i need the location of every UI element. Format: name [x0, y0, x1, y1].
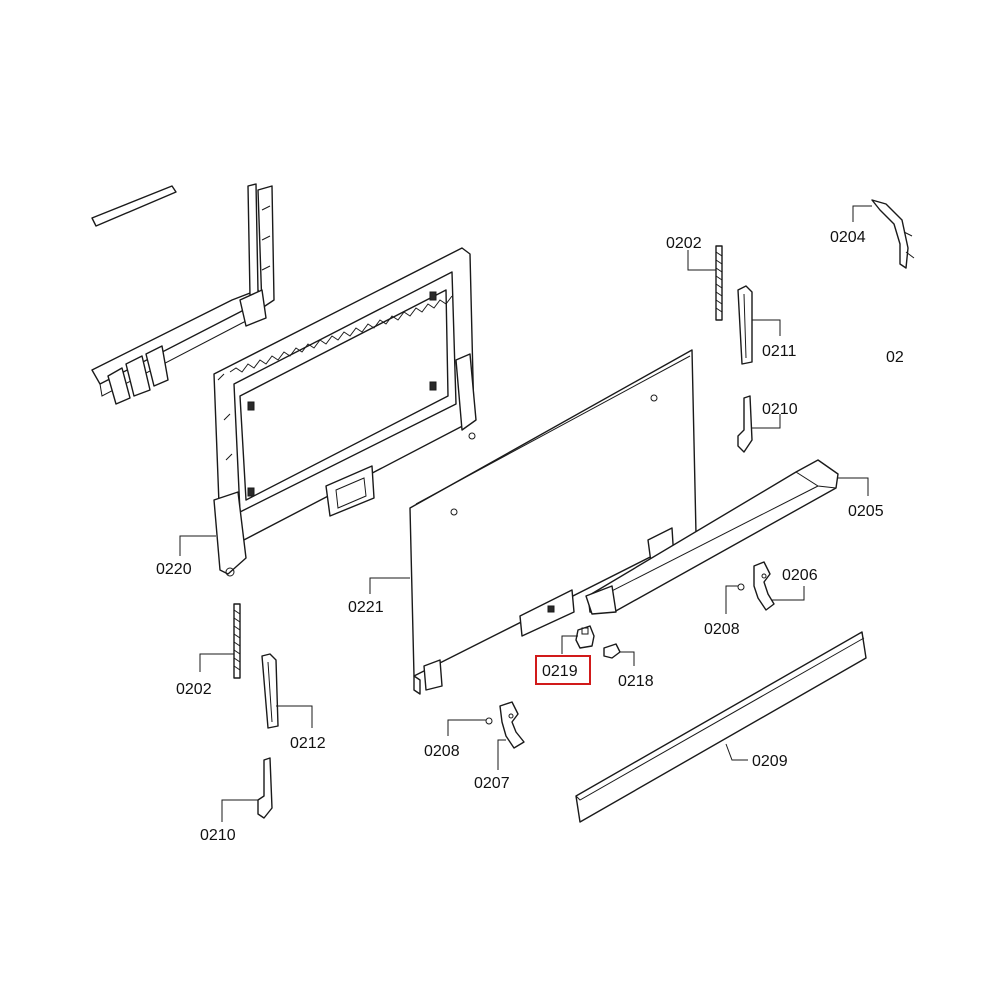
inner-frame-0220	[213, 247, 477, 577]
lever-0210-right	[737, 395, 753, 453]
glass-panel-0221	[409, 349, 697, 695]
callout-0220: 0220	[156, 561, 192, 578]
hinge-0207	[499, 701, 525, 749]
callout-0202-right: 0202	[666, 235, 702, 252]
callout-0208-right: 0208	[704, 621, 740, 638]
hinge-rod-0202-right	[715, 245, 723, 321]
clip-0218	[603, 643, 621, 659]
callout-02-cropped: 02	[886, 349, 904, 366]
callout-0202-left: 0202	[176, 681, 212, 698]
callout-0204: 0204	[830, 229, 866, 246]
highlight-box-0219	[535, 655, 591, 685]
callout-0206: 0206	[782, 567, 818, 584]
pin-0208-left	[485, 717, 493, 725]
callout-0205: 0205	[848, 503, 884, 520]
callout-labels: 0202 0204 02 0211 0210 0205 0206 0208 02…	[156, 229, 904, 844]
callout-0212: 0212	[290, 735, 326, 752]
hinge-0206	[753, 561, 775, 611]
bracket-0212	[261, 653, 279, 729]
callout-0210-left: 0210	[200, 827, 236, 844]
outer-door-frame	[91, 183, 275, 405]
trim-strip-0209	[575, 631, 867, 823]
callout-0208-left: 0208	[424, 743, 460, 760]
callout-0209: 0209	[752, 753, 788, 770]
callout-0210-right: 0210	[762, 401, 798, 418]
callout-0219: 0219	[542, 663, 578, 680]
bracket-0211	[737, 285, 753, 365]
hinge-0204	[871, 199, 915, 269]
handle-0205	[585, 459, 839, 615]
hinge-rod-0202-left	[233, 603, 241, 679]
callout-0207: 0207	[474, 775, 510, 792]
callout-0211: 0211	[762, 343, 797, 360]
lever-0210-left	[257, 757, 273, 819]
callout-0218: 0218	[618, 673, 654, 690]
leader-lines	[179, 205, 872, 822]
clip-0219	[575, 625, 595, 649]
callout-0221: 0221	[348, 599, 384, 616]
pin-0208-right	[737, 583, 745, 591]
